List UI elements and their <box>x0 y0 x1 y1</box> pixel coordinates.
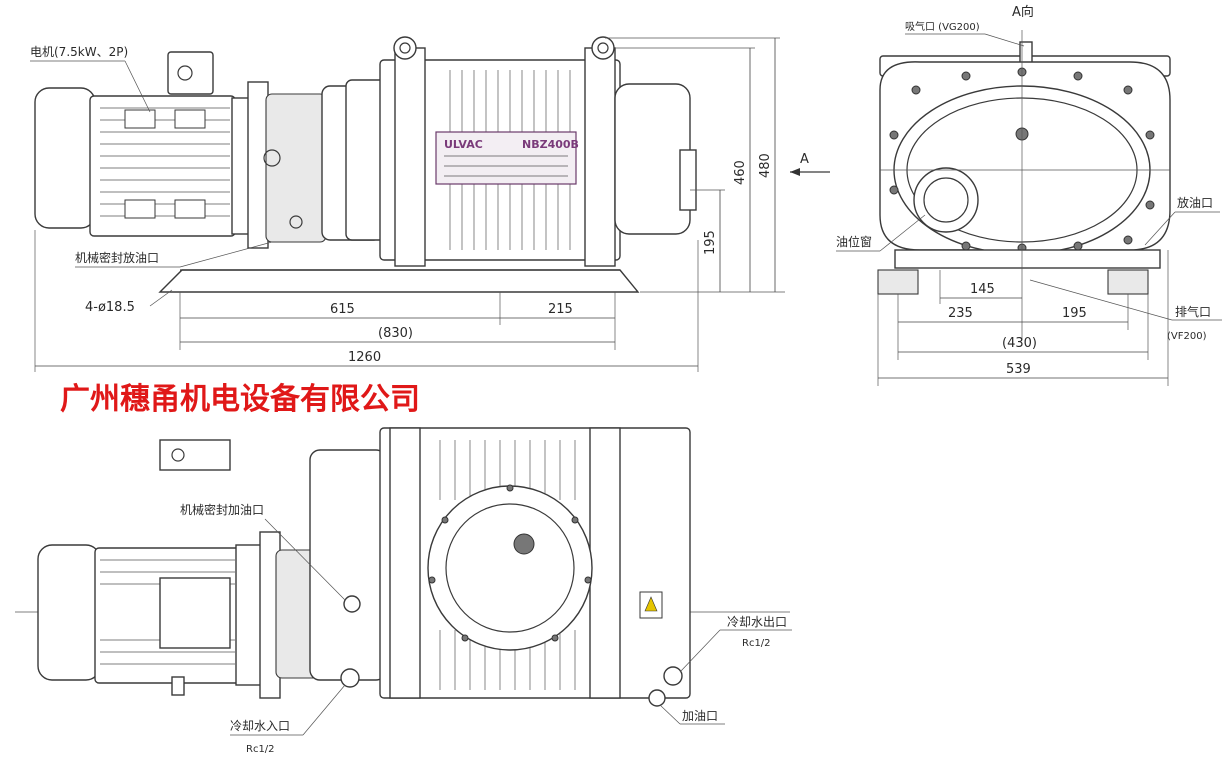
gear-cover-top <box>309 449 387 681</box>
side-view-vertical-dimensions: 195 460 480 A <box>605 37 830 293</box>
pump-end-plate-right <box>584 47 616 267</box>
view-direction-label: A向 <box>1012 4 1034 20</box>
inlet-center-hub <box>513 533 535 555</box>
nameplate <box>435 131 577 185</box>
foot-right <box>1107 269 1149 295</box>
motor-body <box>89 95 236 237</box>
side-view-horizontal-dimensions: 615 215 (830) 1260 <box>34 230 699 372</box>
seal-fill-label: 机械密封加油口 <box>180 502 264 517</box>
coupling-housing <box>265 93 327 243</box>
drain-label: 放油口 <box>1177 195 1213 210</box>
inlet-flange-ring <box>427 485 593 651</box>
oil-window-ring <box>913 167 979 233</box>
oil-fill-label: 加油口 <box>682 709 718 723</box>
nameplate-model: NBZ400B <box>522 138 579 151</box>
dim-145: 145 <box>970 282 995 297</box>
arrow-a-label: A <box>800 152 809 167</box>
motor-foot-top <box>171 676 185 696</box>
dim-830: (830) <box>378 326 413 341</box>
exhaust-spec-label: (VF200) <box>1167 331 1207 342</box>
end-plate-top-left <box>389 427 421 699</box>
coolant-inlet-label: 冷却水入口 <box>230 719 290 733</box>
oil-window-label: 油位窗 <box>836 234 872 249</box>
end-view: A向 吸气口 (VG200) <box>836 4 1222 386</box>
coolant-inlet-port <box>340 668 360 688</box>
dim-215: 215 <box>548 302 573 317</box>
motor-end-cap-top <box>37 544 101 681</box>
motor-end-cap <box>34 87 96 229</box>
lifting-eye-left <box>393 36 417 60</box>
dim-615: 615 <box>330 302 355 317</box>
nameplate-brand: ULVAC <box>444 138 483 151</box>
pump-end-plate-left <box>394 47 426 267</box>
rear-boss <box>679 149 697 211</box>
top-view: 机械密封加油口 冷却水出口 Rc1/2 冷却水入口 Rc1/2 加油口 <box>15 427 792 755</box>
coolant-outlet-label: 冷却水出口 <box>727 615 787 629</box>
seal-drain-label: 机械密封放油口 <box>75 250 159 265</box>
coupling-flange <box>247 81 269 249</box>
dim-539: 539 <box>1006 362 1031 377</box>
company-name: 广州穗甬机电设备有限公司 <box>60 382 420 417</box>
coolant-inlet-spec: Rc1/2 <box>246 744 275 755</box>
oil-fill-port <box>648 689 666 707</box>
end-plate-top-right <box>589 427 621 699</box>
motor-label: 电机(7.5kW、2P) <box>30 45 128 59</box>
dim-430: (430) <box>1002 336 1037 351</box>
motor-junction-top <box>159 577 231 649</box>
dim-480: 480 <box>758 153 773 178</box>
end-view-dimensions: 145 235 195 (430) 539 <box>877 250 1169 386</box>
lifting-eye-right <box>591 36 615 60</box>
coolant-outlet-port <box>663 666 683 686</box>
mount-holes-label: 4-ø18.5 <box>85 300 135 315</box>
dim-195-vertical: 195 <box>703 230 718 255</box>
inlet-label: 吸气口 (VG200) <box>905 20 980 33</box>
dim-460: 460 <box>733 160 748 185</box>
base-plate <box>158 269 640 293</box>
motor-fins <box>100 107 230 219</box>
seal-fill-port <box>343 595 361 613</box>
dim-195-horizontal: 195 <box>1062 306 1087 321</box>
terminal-box-top <box>159 439 231 471</box>
coolant-outlet-spec: Rc1/2 <box>742 638 771 649</box>
dim-1260: 1260 <box>348 350 381 365</box>
side-view: ULVAC NBZ400B 电机(7.5kW、2P) 机械密封放油口 4-ø18… <box>30 36 830 372</box>
dim-235: 235 <box>948 306 973 321</box>
exhaust-label: 排气口 <box>1175 304 1211 319</box>
end-base <box>894 249 1161 269</box>
terminal-box <box>167 51 214 95</box>
pump-rear-cover <box>614 83 691 235</box>
foot-left <box>877 269 919 295</box>
